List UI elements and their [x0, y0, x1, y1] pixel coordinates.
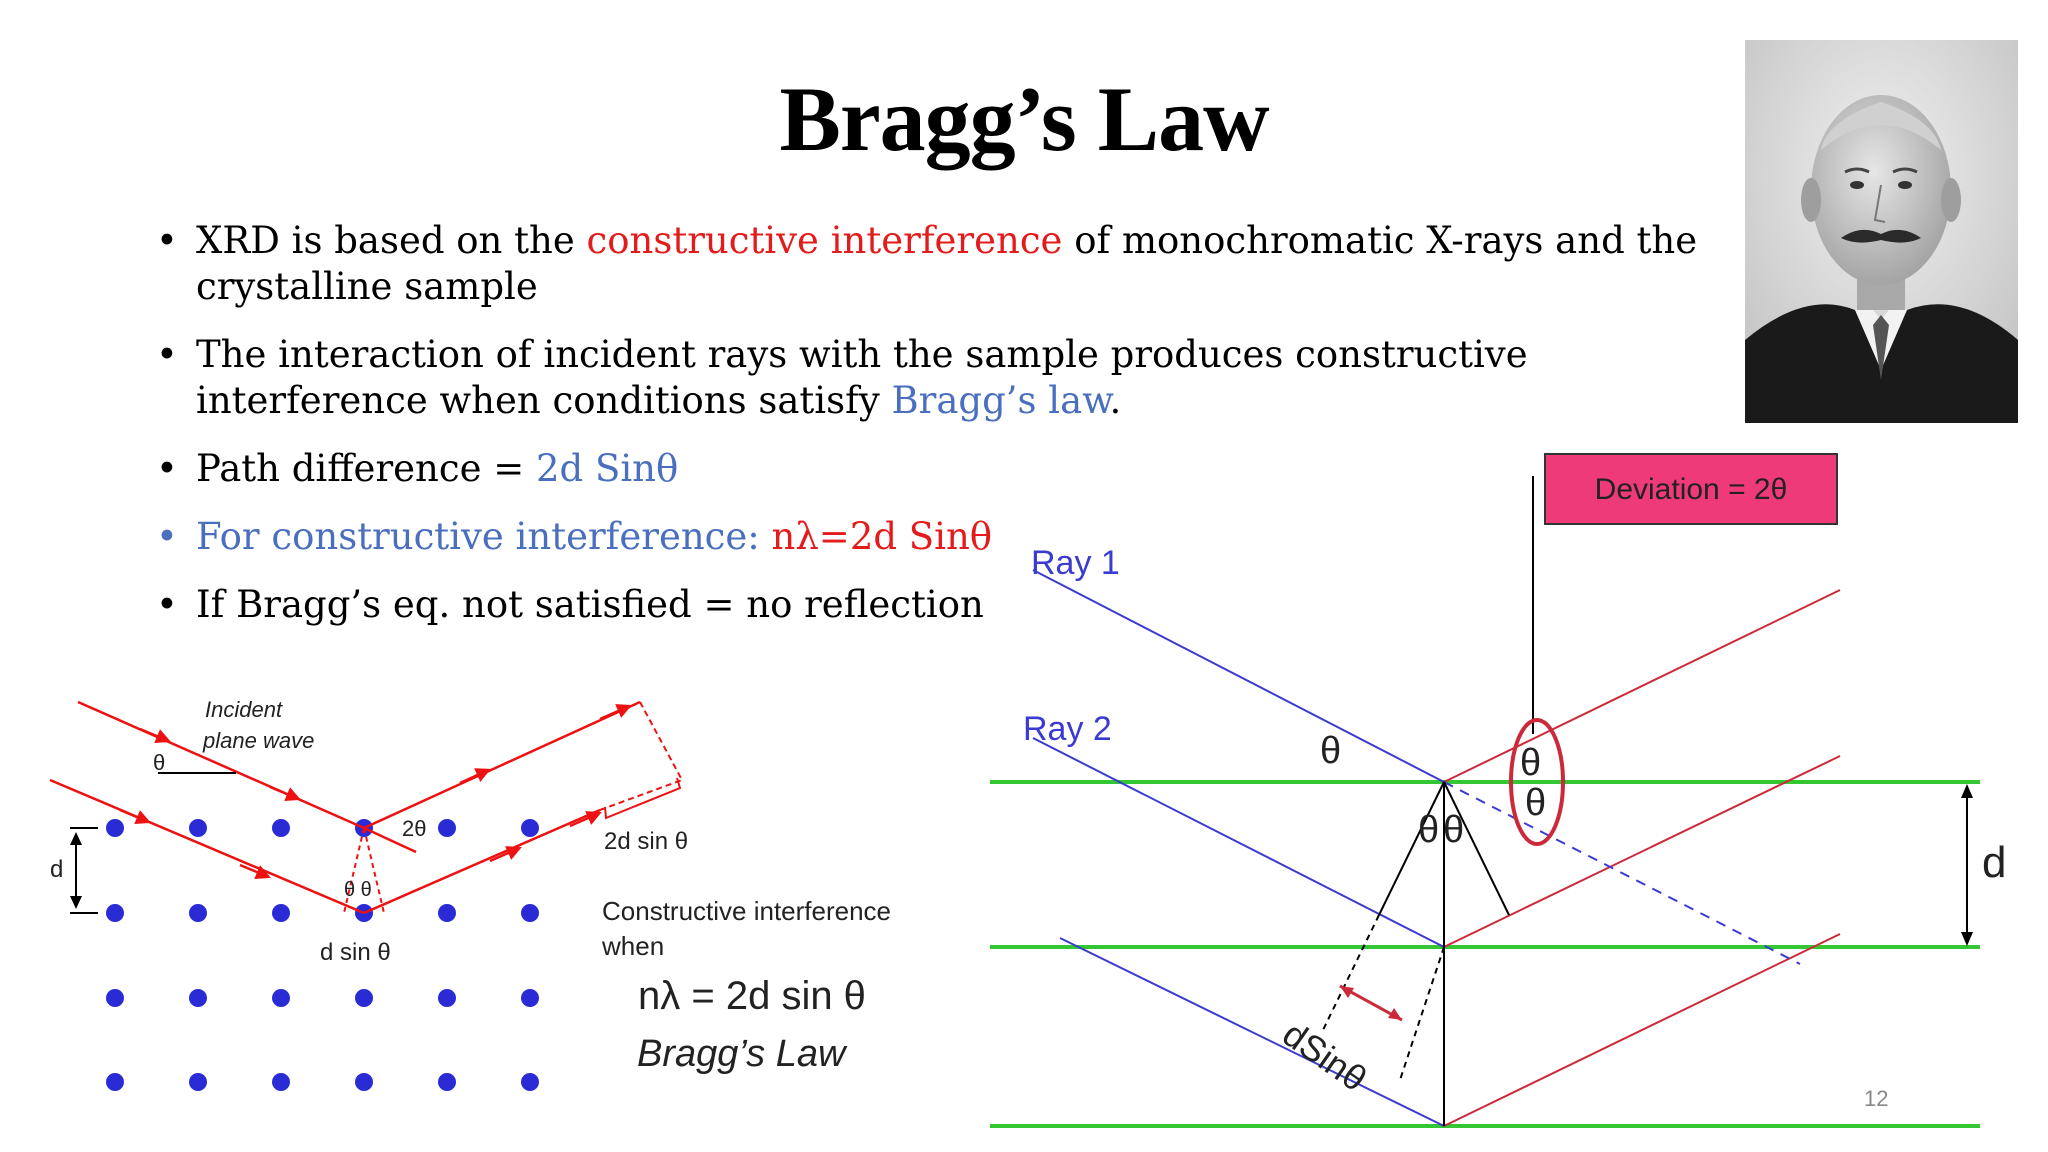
reflected-ray-1: [363, 700, 641, 830]
constructive-label: when: [601, 931, 664, 961]
bullet-item: • If Bragg’s eq. not satisfied = no refl…: [150, 582, 1750, 628]
atom: [189, 989, 207, 1007]
two-theta-label: 2θ: [402, 816, 426, 841]
bullet-text: The interaction of incident rays with th…: [196, 333, 1528, 422]
atom: [106, 819, 124, 837]
ray-2-incident: [1032, 737, 1445, 948]
ray-1-incident: [1032, 569, 1445, 783]
path-label: 2d sin θ: [604, 828, 688, 855]
bullet-highlight: 2d Sinθ: [536, 447, 679, 490]
portrait-photo: [1745, 40, 2018, 423]
atom: [438, 989, 456, 1007]
bullet-item: • XRD is based on the constructive inter…: [150, 218, 1750, 310]
left-bragg-diagram: d θ Incident plane wave 2θ θ θ d sin θ 2…: [49, 697, 891, 1091]
bullet-text: For constructive interference:: [196, 515, 772, 558]
ray-extension: [1443, 781, 1801, 965]
path-difference-bracket: [599, 701, 684, 811]
atom: [521, 989, 539, 1007]
d-label: d: [1982, 838, 2006, 887]
bullet-item: • Path difference = 2d Sinθ: [150, 446, 1750, 492]
atom: [272, 819, 290, 837]
theta-label: θ: [1418, 809, 1439, 851]
angle-highlight: [1509, 718, 1565, 846]
ray-3-incident: [1059, 937, 1445, 1127]
incident-label: Incident: [205, 697, 283, 722]
atom: [438, 904, 456, 922]
right-bragg-diagram: Deviation = 2θ Ray 1 Ray 2 θ θ θ θ θ d d…: [990, 453, 2006, 1128]
equation: nλ = 2d sin θ: [638, 974, 866, 1018]
bullet-list: • XRD is based on the constructive inter…: [150, 218, 1750, 650]
law-name: Bragg’s Law: [637, 1033, 848, 1075]
bullet-symbol: •: [156, 583, 178, 626]
bullet-text: .: [1109, 379, 1122, 422]
ray-1-reflected: [1443, 589, 1841, 783]
bullet-highlight: constructive interference: [586, 219, 1063, 262]
bullet-symbol: •: [156, 219, 178, 262]
incident-label: plane wave: [202, 728, 314, 753]
bullet-symbol: •: [156, 333, 178, 376]
ray-2-reflected: [1443, 755, 1841, 948]
theta-label: θ: [1520, 742, 1541, 784]
atom: [106, 1073, 124, 1091]
atom: [272, 989, 290, 1007]
atom: [189, 1073, 207, 1091]
deviation-label: Deviation = 2θ: [1595, 473, 1788, 506]
bullet-text: If Bragg’s eq. not satisfied = no reflec…: [196, 583, 984, 626]
bullet-symbol: •: [156, 515, 178, 558]
atom: [189, 904, 207, 922]
bullet-item: • For constructive interference: nλ=2d S…: [150, 514, 1750, 560]
ray-3-reflected: [1443, 933, 1841, 1127]
bullet-text: Path difference =: [196, 447, 537, 490]
d-sin-label: d sin θ: [320, 939, 391, 966]
bullet-highlight: nλ=2d Sinθ: [771, 515, 993, 558]
atom: [438, 1073, 456, 1091]
ray-2-label: Ray 2: [1023, 710, 1112, 748]
page-title: Bragg’s Law: [779, 68, 1269, 170]
atom: [521, 1073, 539, 1091]
portrait-image: [1745, 40, 2018, 423]
theta-label: θ: [153, 750, 165, 775]
bullet-text: XRD is based on the: [196, 219, 587, 262]
atom: [355, 989, 373, 1007]
incident-ray-2: [49, 778, 365, 915]
bullet-highlight: Bragg’s law: [891, 379, 1110, 422]
incident-ray-1: [77, 700, 365, 830]
d-label: d: [50, 856, 63, 883]
theta-theta-label: θ θ: [344, 879, 372, 901]
theta-label: θ: [1320, 730, 1341, 772]
path-difference-cone: [343, 827, 385, 914]
page-number: 12: [1864, 1086, 1889, 1111]
atom: [106, 904, 124, 922]
atom: [272, 1073, 290, 1091]
atom: [272, 904, 290, 922]
theta-label: θ: [1525, 782, 1546, 824]
bullet-symbol: •: [156, 447, 178, 490]
deviation-box: [1544, 453, 1838, 525]
atom: [521, 819, 539, 837]
atom: [189, 819, 207, 837]
atom: [355, 1073, 373, 1091]
theta-label: θ: [1443, 809, 1464, 851]
atom-lattice: [106, 819, 539, 1091]
bullet-item: • The interaction of incident rays with …: [150, 332, 1750, 424]
atom: [521, 904, 539, 922]
reflected-ray-2: [363, 808, 601, 915]
constructive-label: Constructive interference: [602, 896, 891, 926]
atom: [106, 989, 124, 1007]
atom: [438, 819, 456, 837]
ray-1-label: Ray 1: [1031, 544, 1120, 582]
bullet-text: of monochromatic X-rays and the crystall…: [196, 219, 1698, 308]
